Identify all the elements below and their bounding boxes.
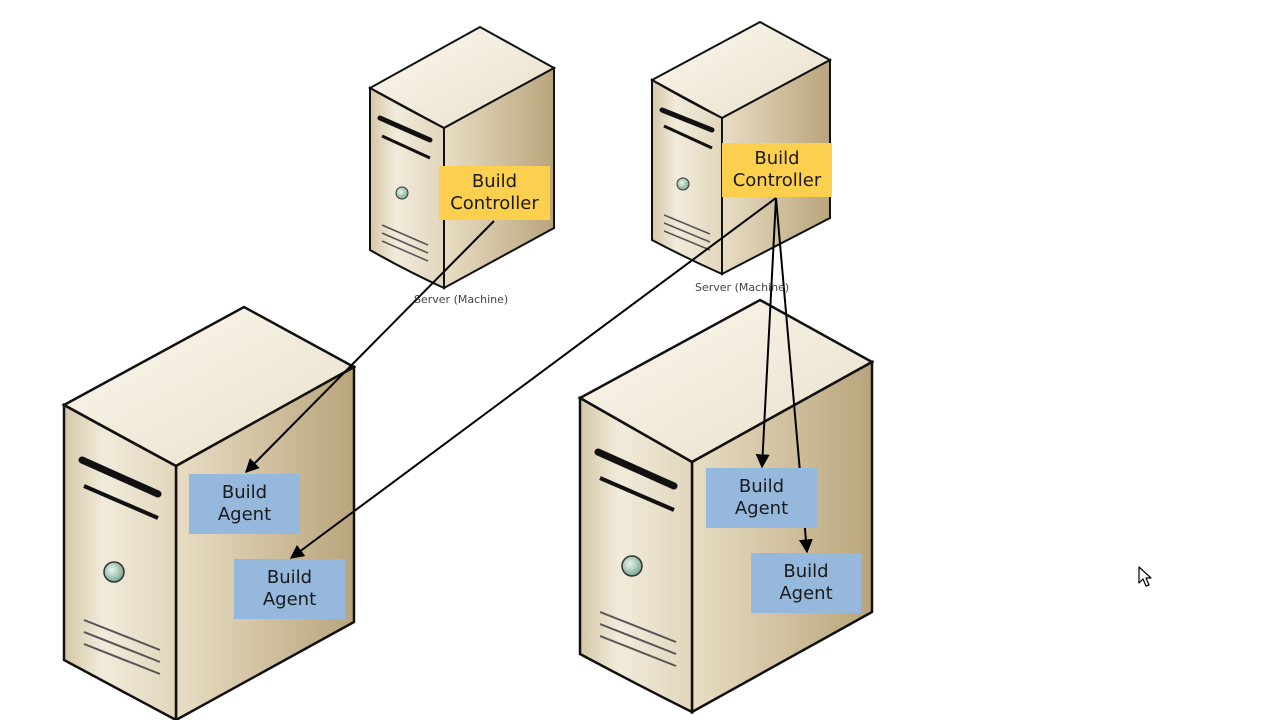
connector-ctrl2-agent3 <box>755 197 777 469</box>
server-bottom-right <box>577 298 875 715</box>
connector-ctrl2-agent2 <box>289 197 777 559</box>
agent-3-line-1: Build <box>738 476 785 497</box>
agent-4-line-1: Build <box>783 561 829 582</box>
agent-1-line-2: Agent <box>217 504 272 525</box>
agent-1-line-1: Build <box>221 482 268 503</box>
agent-3-line-2: Agent <box>734 498 789 519</box>
server-top-left <box>367 25 557 290</box>
connector-ctrl1-agent1 <box>245 220 495 473</box>
connectors <box>245 197 813 559</box>
server-caption-2: Server (Machine) <box>695 281 790 294</box>
server-bottom-left <box>61 305 357 720</box>
server-caption-1: Server (Machine) <box>414 293 509 306</box>
controller-2-line-2: Controller <box>732 170 822 191</box>
mouse-pointer-icon <box>1138 566 1152 587</box>
agent-2-line-1: Build <box>266 567 313 588</box>
controller-2-line-1: Build <box>754 148 800 169</box>
controller-1-line-1: Build <box>471 171 518 192</box>
agent-4-line-2: Agent <box>779 583 833 604</box>
controller-1-line-2: Controller <box>450 193 539 214</box>
agent-2-line-2: Agent <box>262 589 317 610</box>
